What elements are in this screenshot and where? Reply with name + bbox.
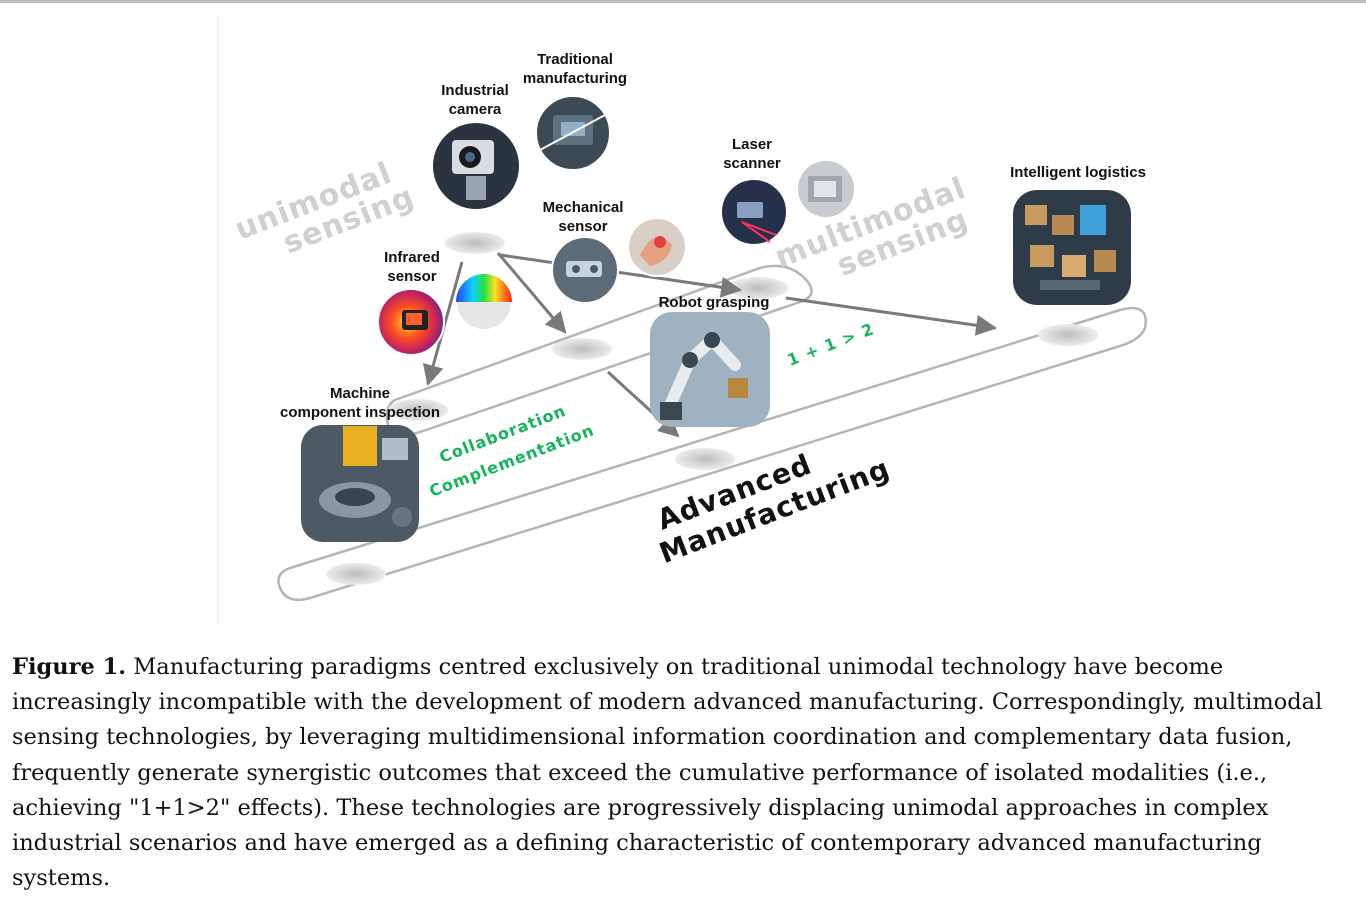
laser-label-line1: Laser <box>732 136 772 153</box>
industrial-camera-label-line2: camera <box>449 101 502 118</box>
machine-label-line1: Machine <box>330 385 390 402</box>
intelligent-logistics-label: Intelligent logistics <box>1010 164 1146 181</box>
infrared-label-line2: sensor <box>387 268 436 285</box>
mechanical-label-line1: Mechanical <box>543 199 624 216</box>
top-rule <box>0 0 1366 3</box>
pad-machine <box>326 563 386 585</box>
mechanical-label-line2: sensor <box>558 218 607 235</box>
mechanical-hand-image <box>627 217 687 277</box>
infrared-camera-image <box>377 288 445 356</box>
pad-camera <box>445 232 505 254</box>
machine-label-line2: component inspection <box>280 404 440 421</box>
mechanical-sensor-image <box>551 236 619 304</box>
pad-laser <box>728 277 788 299</box>
infrared-label-line1: Infrared <box>384 249 440 266</box>
synergy-label: 1 + 1 > 2 <box>785 319 877 370</box>
arrow-camera-to-laser <box>499 253 743 298</box>
traditional-manufacturing-image <box>535 95 611 171</box>
industrial-camera-label-line1: Industrial <box>441 82 509 99</box>
traditional-label-line2: manufacturing <box>523 70 627 87</box>
laser-scanner-image <box>720 178 788 246</box>
figure-caption-label: Figure 1. <box>12 654 127 680</box>
arrow-laser-to-logistics <box>785 296 998 336</box>
arrow-camera-to-infrared <box>422 261 464 387</box>
arrow-camera-to-mechanical <box>496 252 567 334</box>
figure-caption-text: Manufacturing paradigms centred exclusiv… <box>12 654 1323 892</box>
machine-inspection-image <box>301 425 419 542</box>
pad-logistics <box>1038 324 1098 346</box>
pad-infrared <box>388 399 448 421</box>
robot-grasping-label: Robot grasping <box>659 294 770 311</box>
laser-label-line2: scanner <box>723 155 781 172</box>
robot-grasping-image <box>650 312 770 427</box>
figure-illustration: unimodal sensing multimodal sensing Coll… <box>217 15 1147 625</box>
industrial-camera-image <box>431 121 521 211</box>
infrared-spectrum-image <box>455 273 513 331</box>
laser-scan-output-image <box>796 159 856 219</box>
intelligent-logistics-image <box>1013 190 1131 305</box>
figure-caption: Figure 1. Manufacturing paradigms centre… <box>12 650 1357 896</box>
pad-mechanical <box>552 338 612 360</box>
pad-robot <box>675 448 735 470</box>
traditional-label-line1: Traditional <box>537 51 613 68</box>
